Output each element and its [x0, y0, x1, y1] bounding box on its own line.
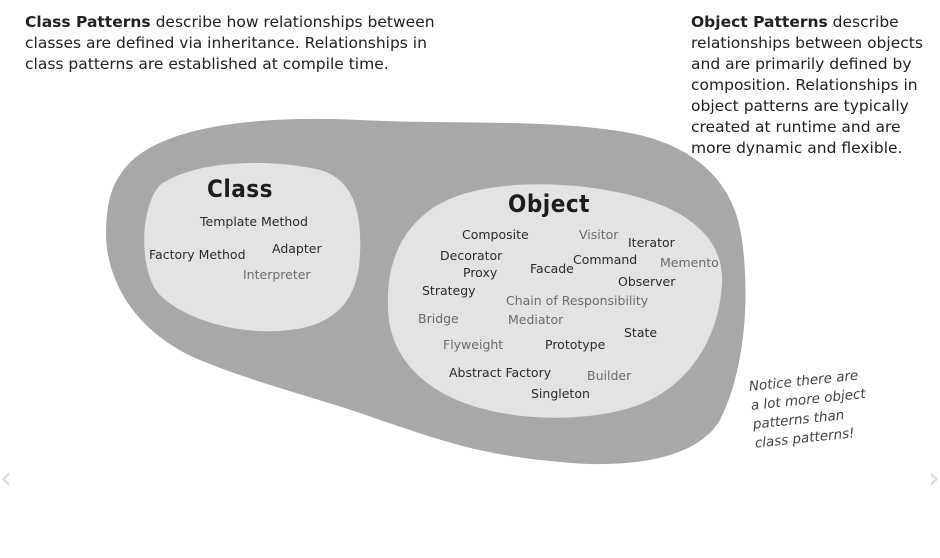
object-patterns-description: Object Patterns describe relationships b… [691, 12, 936, 159]
object-group-title: Object [508, 190, 590, 218]
object-patterns-heading: Object Patterns [691, 13, 828, 31]
pattern-strategy: Strategy [422, 283, 476, 298]
pattern-command: Command [573, 252, 638, 267]
pattern-interpreter: Interpreter [243, 267, 311, 282]
pattern-singleton: Singleton [531, 386, 590, 401]
pattern-visitor: Visitor [579, 227, 619, 242]
object-group-blob [387, 184, 723, 418]
pattern-builder: Builder [587, 368, 632, 383]
class-group-blob [144, 162, 361, 332]
previous-arrow-icon[interactable]: ‹ [0, 461, 12, 496]
pattern-facade: Facade [530, 261, 574, 276]
class-patterns-text: describe how relationships between class… [25, 13, 435, 73]
pattern-prototype: Prototype [545, 337, 606, 352]
next-arrow-icon[interactable]: › [928, 461, 940, 496]
pattern-factory-method: Factory Method [149, 247, 246, 262]
class-group-title: Class [207, 175, 274, 203]
pattern-proxy: Proxy [463, 265, 498, 280]
pattern-decorator: Decorator [440, 248, 503, 263]
pattern-bridge: Bridge [418, 311, 459, 326]
object-patterns-text: describe relationships between objects a… [691, 13, 923, 157]
pattern-flyweight: Flyweight [443, 337, 504, 352]
class-patterns-description: Class Patterns describe how relationship… [25, 12, 455, 75]
pattern-chain-of-responsibility: Chain of Responsibility [506, 293, 649, 308]
class-patterns-heading: Class Patterns [25, 13, 151, 31]
pattern-abstract-factory: Abstract Factory [449, 365, 552, 380]
pattern-memento: Memento [660, 255, 719, 270]
pattern-observer: Observer [618, 274, 676, 289]
pattern-mediator: Mediator [508, 312, 564, 327]
pattern-adapter: Adapter [272, 241, 322, 256]
pattern-composite: Composite [462, 227, 529, 242]
pattern-template-method: Template Method [200, 214, 308, 229]
pattern-iterator: Iterator [628, 235, 675, 250]
pattern-state: State [624, 325, 658, 340]
